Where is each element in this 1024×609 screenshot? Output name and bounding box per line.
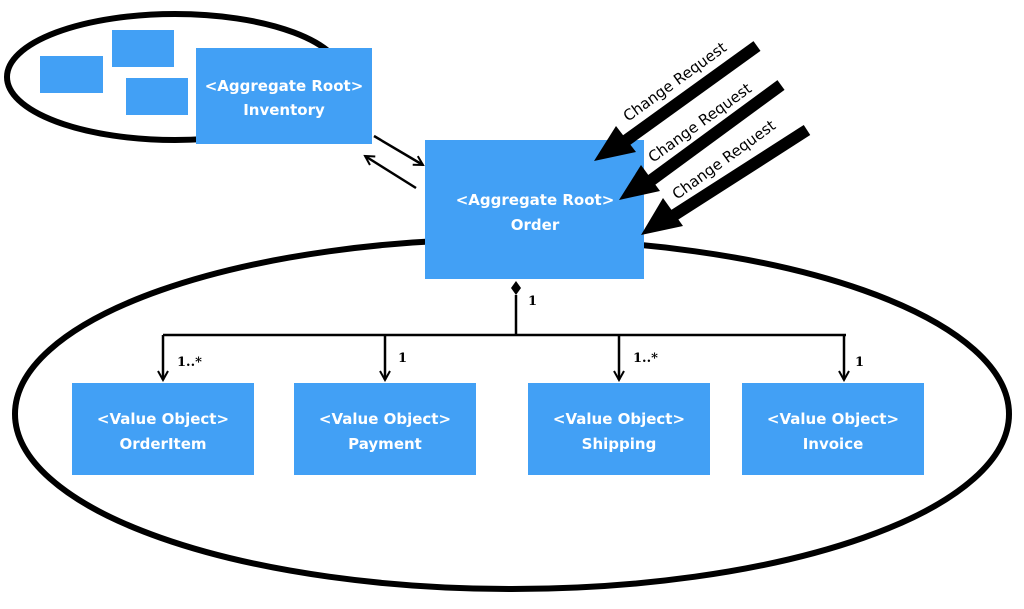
value-object-payment[interactable]: <Value Object> Payment bbox=[294, 383, 476, 475]
multiplicity-invoice: 1 bbox=[855, 355, 864, 370]
value-object-stereotype: <Value Object> bbox=[97, 410, 229, 428]
value-object-name: OrderItem bbox=[119, 435, 206, 453]
value-object-name: Invoice bbox=[803, 435, 864, 453]
value-object-stereotype: <Value Object> bbox=[553, 410, 685, 428]
multiplicity-payment: 1 bbox=[398, 351, 407, 366]
inventory-entity-box bbox=[126, 78, 188, 115]
value-object-name: Shipping bbox=[582, 435, 657, 453]
inventory-entity-box bbox=[112, 30, 174, 67]
value-object-name: Payment bbox=[348, 435, 422, 453]
composition-diamond-icon bbox=[511, 281, 521, 295]
inventory-to-order-arrow bbox=[373, 134, 423, 167]
multiplicity-shipping: 1..* bbox=[633, 351, 658, 366]
value-object-orderitem[interactable]: <Value Object> OrderItem bbox=[72, 383, 254, 475]
inventory-stereotype: <Aggregate Root> bbox=[205, 77, 364, 95]
value-object-invoice[interactable]: <Value Object> Invoice bbox=[742, 383, 924, 475]
inventory-entity-box bbox=[40, 56, 103, 93]
value-object-shipping[interactable]: <Value Object> Shipping bbox=[528, 383, 710, 475]
root-multiplicity: 1 bbox=[528, 294, 537, 309]
order-name: Order bbox=[511, 216, 560, 234]
order-stereotype: <Aggregate Root> bbox=[456, 191, 615, 209]
inventory-name: Inventory bbox=[243, 101, 325, 119]
multiplicity-orderitem: 1..* bbox=[177, 355, 202, 370]
value-object-stereotype: <Value Object> bbox=[319, 410, 451, 428]
order-to-inventory-arrow bbox=[365, 156, 417, 190]
value-object-stereotype: <Value Object> bbox=[767, 410, 899, 428]
order-aggregate-root[interactable]: <Aggregate Root> Order bbox=[425, 140, 644, 279]
inventory-aggregate-root[interactable]: <Aggregate Root> Inventory bbox=[196, 48, 372, 144]
